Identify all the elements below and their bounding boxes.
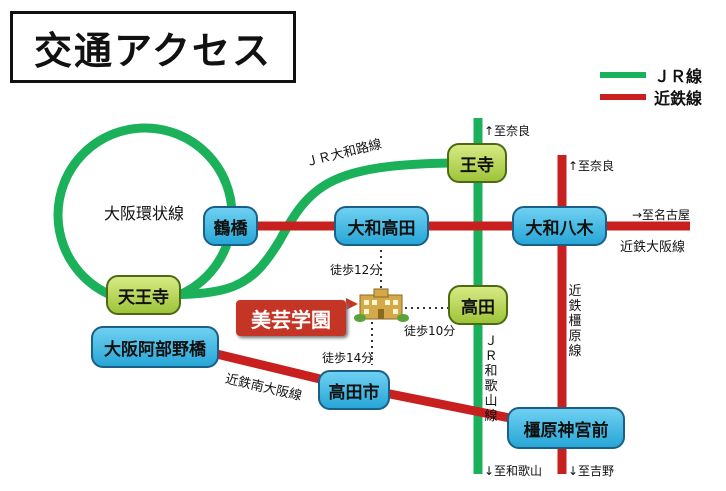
direction-jr-south: ↓至和歌山	[484, 464, 543, 478]
label-osaka-loop-line: 大阪環状線	[104, 204, 185, 223]
station-tsuruhashi: 鶴橋	[203, 206, 258, 246]
station-osaka-abenobashi: 大阪阿部野橋	[91, 326, 219, 368]
school-building-icon	[354, 288, 409, 322]
legend-item-kintetsu: 近鉄線	[600, 86, 720, 108]
walk-label-yamato-takada: 徒歩12分	[330, 263, 382, 277]
direction-jr-north: ↑至奈良	[484, 124, 531, 138]
label-kintetsu-kashihara-line: 近鉄橿原線	[568, 284, 582, 359]
legend-swatch-jr	[600, 72, 646, 78]
station-takadaichi: 高田市	[318, 370, 390, 410]
station-takada: 高田	[448, 285, 508, 325]
legend: ＪＲ線 近鉄線	[600, 64, 720, 108]
label-jr-wakayama-line: ＪＲ和歌山線	[484, 334, 498, 424]
direction-nagoya: →至名古屋	[632, 208, 691, 222]
walk-label-takadaichi: 徒歩14分	[322, 351, 374, 365]
legend-label-jr: ＪＲ線	[654, 67, 703, 86]
label-kintetsu-osaka-line: 近鉄大阪線	[620, 240, 686, 255]
page-title: 交通アクセス	[33, 28, 273, 73]
legend-item-jr: ＪＲ線	[600, 64, 720, 86]
legend-swatch-kintetsu	[600, 94, 646, 100]
station-yamato-takada: 大和高田	[334, 206, 429, 246]
school-label: 美芸学園	[236, 300, 346, 336]
direction-kintetsu-south: ↓至吉野	[568, 464, 615, 478]
station-tennoji: 天王寺	[106, 275, 181, 315]
station-yamato-yagi: 大和八木	[512, 206, 607, 246]
title-box: 交通アクセス	[10, 11, 296, 83]
jr-yamatoji-line	[149, 158, 451, 300]
walk-label-takada: 徒歩10分	[404, 324, 456, 338]
direction-kintetsu-north: ↑至奈良	[568, 159, 615, 173]
legend-label-kintetsu: 近鉄線	[654, 89, 703, 108]
station-kashihara-jingu-mae: 橿原神宮前	[507, 407, 625, 449]
school-pointer	[346, 298, 358, 310]
station-oji: 王寺	[447, 143, 507, 183]
